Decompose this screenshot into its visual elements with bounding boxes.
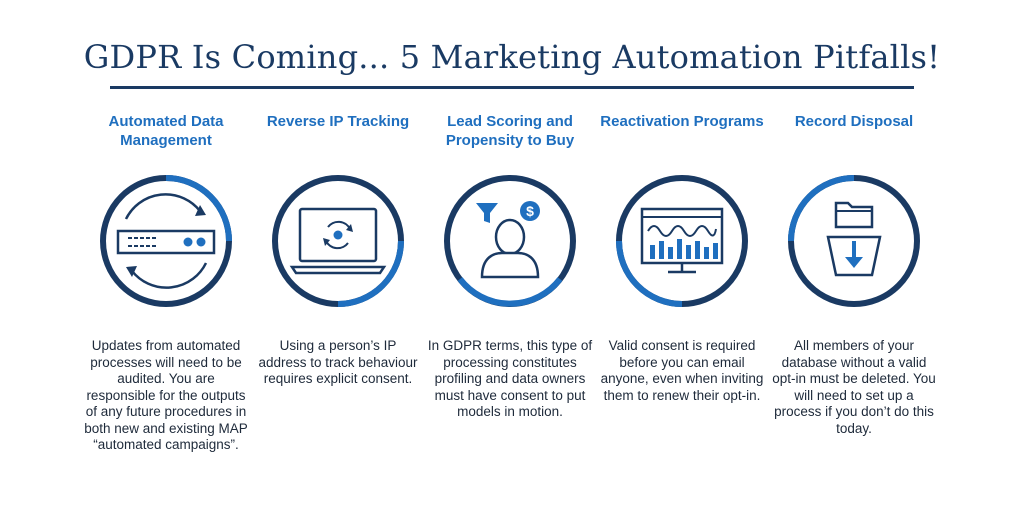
pitfall-description: All members of your database without a v… [772, 338, 936, 436]
pitfall-description: In GDPR terms, this type of processing c… [427, 338, 593, 419]
pitfall-heading: Reverse IP Tracking [266, 113, 410, 130]
page-title: GDPR Is Coming... 5 Marketing Automation… [83, 38, 941, 76]
pitfall-heading: Lead Scoring and Propensity to Buy [445, 113, 575, 149]
pitfall-heading: Record Disposal [794, 113, 914, 130]
pitfall-circle [252, 166, 424, 316]
folder-bin-icon [788, 175, 920, 307]
pitfall-description: Updates from automated processes will ne… [84, 338, 248, 452]
pitfall-automated-data-management: Automated Data Management Updates from a… [80, 112, 252, 454]
person-filter-dollar-icon: $ [444, 175, 576, 307]
monitor-chart-icon [616, 175, 748, 307]
title-underline [110, 86, 914, 89]
pitfall-lead-scoring: Lead Scoring and Propensity to Buy $ In … [424, 112, 596, 421]
laptop-tracking-icon [272, 175, 404, 307]
pitfall-reactivation-programs: Reactivation Programs Valid consent is r… [596, 112, 768, 404]
svg-text:$: $ [526, 203, 534, 219]
pitfall-heading: Reactivation Programs [600, 113, 764, 130]
pitfall-circle: $ [424, 166, 596, 316]
pitfall-circle [768, 166, 940, 316]
pitfall-circle [80, 166, 252, 316]
pitfall-record-disposal: Record Disposal All members of your data… [768, 112, 940, 437]
server-sync-icon [100, 175, 232, 307]
pitfall-description: Valid consent is required before you can… [600, 338, 764, 403]
pitfall-circle [596, 166, 768, 316]
pitfall-heading: Automated Data Management [108, 113, 224, 149]
pitfall-description: Using a person’s IP address to track beh… [258, 338, 418, 386]
pitfall-reverse-ip-tracking: Reverse IP Tracking Using a person’s IP … [252, 112, 424, 388]
